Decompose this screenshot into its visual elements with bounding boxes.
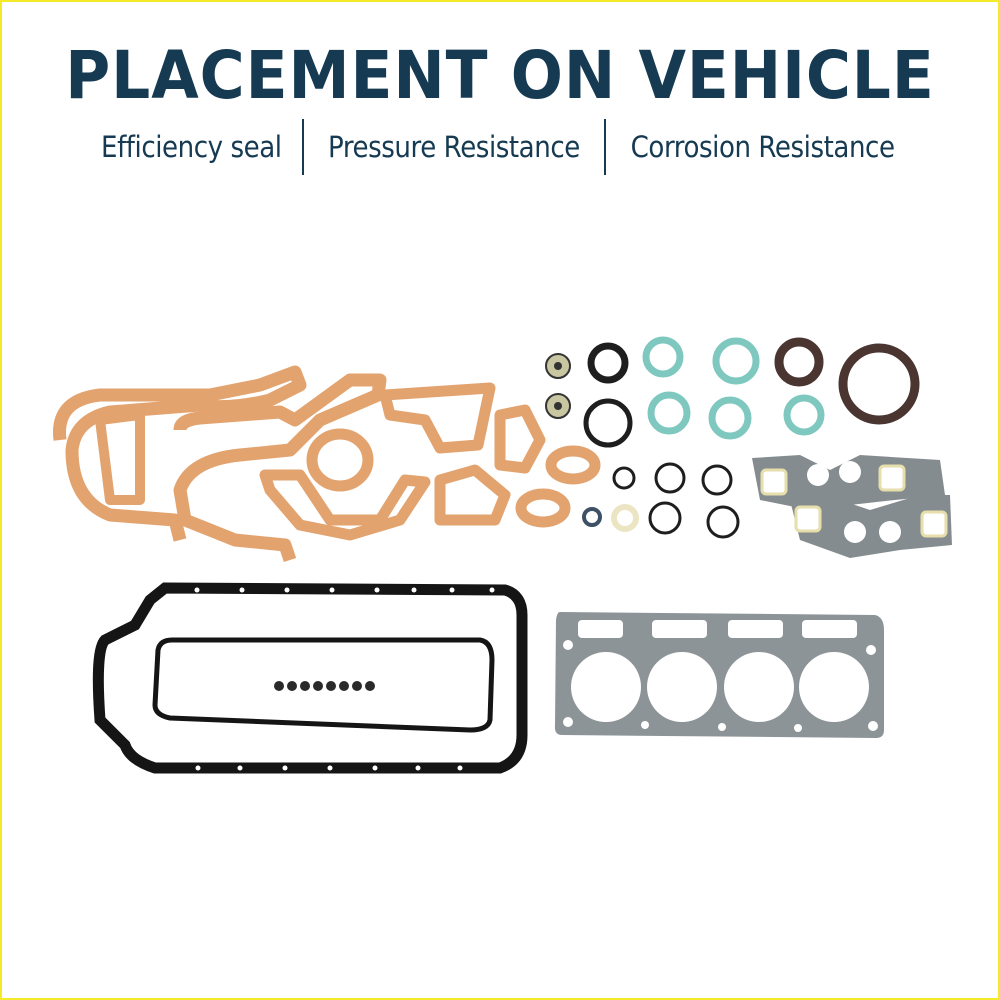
teal-washers <box>642 336 825 440</box>
manifold-gaskets <box>752 455 952 558</box>
page-title: PLACEMENT ON VEHICLE <box>65 37 935 114</box>
oil-pan-gasket <box>92 582 528 774</box>
timing-cover-gasket <box>53 365 387 563</box>
feature-bar: Efficiency seal Pressure Resistance Corr… <box>0 118 1000 176</box>
valve-cover-gasket <box>152 637 495 733</box>
paper-gaskets <box>259 382 601 541</box>
spark-plug-seals <box>274 681 375 691</box>
gasket-kit-image <box>53 336 952 774</box>
valve-stem-seals <box>545 353 571 419</box>
oil-pan-bolt-holes <box>194 587 495 771</box>
feature-divider <box>603 119 606 175</box>
feature-pressure-resistance: Pressure Resistance <box>327 130 580 164</box>
feature-divider <box>301 119 304 175</box>
small-blue-washer <box>582 507 602 527</box>
o-rings <box>583 342 740 539</box>
feature-corrosion-resistance: Corrosion Resistance <box>630 130 895 164</box>
cylinder-head-gasket <box>554 612 884 738</box>
feature-efficiency-seal: Efficiency seal <box>101 130 282 164</box>
cream-washer <box>611 504 639 532</box>
crankshaft-seals <box>774 337 920 425</box>
